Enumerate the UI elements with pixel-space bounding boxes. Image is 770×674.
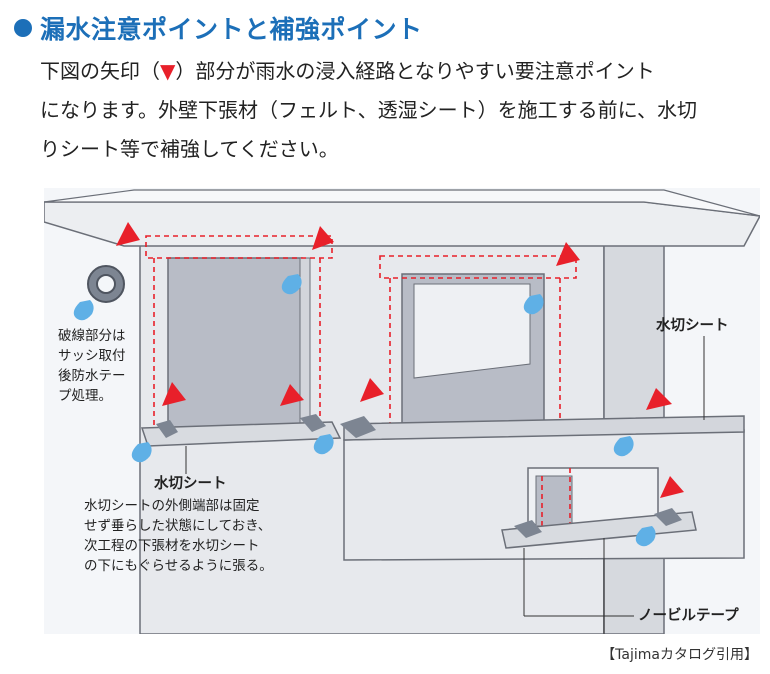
red-arrow-4: [162, 382, 186, 406]
bullet-dot-icon: [14, 19, 32, 37]
intro-paragraph: 下図の矢印（▼）部分が雨水の浸入経路となりやすい要注意ポイント になります。外壁…: [40, 52, 760, 169]
note-line: 破線部分は: [58, 328, 126, 344]
red-arrow-1: [116, 222, 140, 246]
note-line: 後防水テー: [58, 368, 126, 384]
water-sheet-label-right: 水切シート: [656, 318, 729, 334]
note-line: の下にもぐらせるように張る。: [84, 558, 273, 574]
left-window-frame: [299, 257, 311, 435]
house-illustration: [43, 188, 762, 635]
water-drop-6: [613, 436, 634, 457]
red-arrow-6: [360, 378, 384, 402]
note-line: 水切シートの外側端部は固定: [84, 498, 260, 514]
water-sheet-note: 水切シートの外側端部は固定 せず垂らした状態にしておき、 次工程の下張材を水切シ…: [84, 496, 273, 576]
lower-water-sheet: [501, 511, 697, 549]
broken-line-note: 破線部分は サッシ取付 後防水テー プ処理。: [58, 326, 126, 406]
water-drop-2: [281, 274, 302, 295]
lower-tape-corner-1: [514, 520, 542, 538]
note-line: サッシ取付: [58, 348, 126, 364]
left-window-glass: [167, 257, 303, 429]
novil-tape-label: ノービルテープ: [638, 608, 739, 624]
right-water-sheet: [343, 415, 745, 441]
roof-eave: [43, 201, 762, 247]
intro-line-1-end: ）部分が雨水の浸入経路となりやすい要注意ポイント: [175, 59, 655, 83]
house-diagram: 破線部分は サッシ取付 後防水テー プ処理。 水切シート 水切シート 水切シート…: [43, 188, 762, 635]
red-arrow-icon: ▼: [160, 59, 176, 83]
title-text: 漏水注意ポイントと補強ポイント: [40, 15, 423, 44]
left-water-sheet: [140, 421, 342, 447]
right-window-inner: [413, 283, 531, 379]
credit-text: 【Tajimaカタログ引用】: [601, 647, 758, 663]
water-drop-1: [73, 300, 94, 321]
red-arrow-2: [312, 226, 334, 250]
section-title: 漏水注意ポイントと補強ポイント: [14, 10, 423, 46]
pipe-hole: [96, 274, 116, 294]
red-arrow-3: [556, 242, 580, 266]
lower-window-glass: [535, 475, 573, 527]
note-line: プ処理。: [58, 388, 112, 404]
intro-line-3: りシート等で補強してください。: [40, 137, 339, 161]
intro-line-1-start: 下図の矢印（: [40, 59, 160, 83]
red-arrow-7: [646, 388, 672, 410]
red-arrow-8: [660, 476, 684, 498]
left-window-top-dash: [145, 235, 333, 259]
roof-top: [43, 189, 761, 217]
water-sheet-label-left: 水切シート: [154, 476, 227, 492]
lower-tape-corner-2: [654, 508, 682, 526]
intro-line-1: 下図の矢印（▼）部分が雨水の浸入経路となりやすい要注意ポイント: [40, 52, 760, 91]
right-window-top-dash: [379, 255, 577, 279]
red-arrow-5: [280, 384, 304, 406]
side-wall: [603, 196, 665, 635]
water-drop-3: [523, 294, 544, 315]
note-line: 次工程の下張材を水切シート: [84, 538, 260, 554]
water-drop-4: [131, 442, 152, 463]
left-tape-corner-1: [156, 420, 178, 438]
water-drop-5: [313, 434, 334, 455]
left-tape-corner-2: [300, 414, 326, 432]
note-line: せず垂らした状態にしておき、: [84, 518, 272, 534]
right-tape-corner: [340, 416, 376, 438]
intro-line-2: になります。外壁下張材（フェルト、透湿シート）を施工する前に、水切: [40, 98, 697, 122]
water-drop-7: [635, 526, 656, 547]
